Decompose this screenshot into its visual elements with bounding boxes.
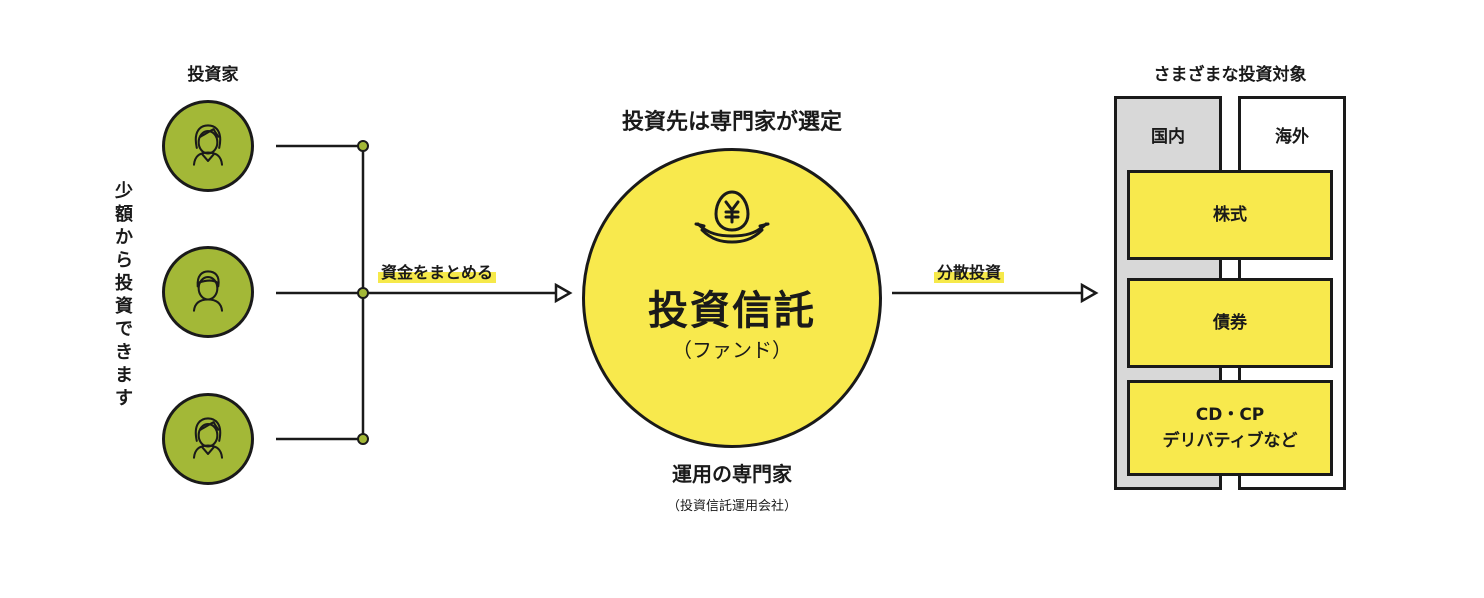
overseas-label: 海外 [1275,127,1309,147]
asset-cd-cp-derivatives: CD・CP デリバティブなど [1127,380,1333,476]
asset-stocks: 株式 [1127,170,1333,260]
investors-title: 投資家 [187,65,239,85]
fund-subtitle: （ファンド） [672,338,792,362]
investor-avatar-man [162,246,254,338]
fund-name: 投資信託 [648,288,816,334]
manager-title: 運用の専門家 [672,462,792,486]
targets-title: さまざまな投資対象 [1153,65,1307,85]
investor-avatar-woman-2 [162,393,254,485]
flow-out-label: 分散投資 [934,259,1005,283]
woman-icon [192,417,224,459]
manager-subtitle: （投資信託運用会社） [666,499,797,514]
woman-icon [192,124,224,166]
flow-in-label: 資金をまとめる [378,259,497,283]
asset-bonds: 債券 [1127,278,1333,368]
investors-note: 少 額 か ら 投 資 で き ま す [115,181,133,409]
man-icon [192,270,224,312]
domestic-label: 国内 [1151,127,1185,147]
investor-avatar-woman-1 [162,100,254,192]
fund-caption: 投資先は専門家が選定 [621,110,842,135]
yen-egg-nest-icon [694,190,770,244]
